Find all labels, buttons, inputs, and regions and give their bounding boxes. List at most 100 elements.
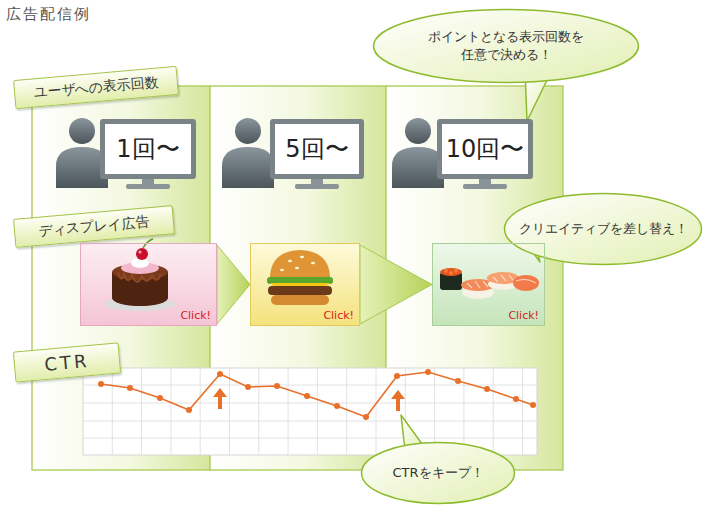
burger-illustration — [288, 260, 292, 262]
speech-bubble: ポイントとなる表示回数を 任意で決める！ — [372, 8, 640, 84]
monitor-screen: 5回〜 — [270, 119, 364, 179]
sushi-illustration — [440, 268, 539, 299]
bubble-outline — [372, 8, 640, 84]
click-label: Click! — [323, 309, 354, 322]
callout-text: CTRをキープ！ — [392, 464, 483, 482]
ad-background — [250, 243, 360, 326]
ctr-point — [245, 384, 251, 390]
user-silhouette — [405, 118, 431, 144]
click-label: Click! — [180, 309, 211, 322]
sushi-illustration — [493, 275, 513, 282]
monitor-screen: 10回〜 — [437, 119, 534, 179]
tag-label: CTR — [44, 350, 91, 375]
user-silhouette — [69, 118, 95, 144]
callout-text: ポイントとなる表示回数を 任意で決める！ — [421, 28, 591, 63]
up-arrow — [391, 390, 405, 411]
flow-arrow — [360, 245, 432, 324]
ctr-point — [530, 402, 536, 408]
ctr-point — [217, 371, 223, 377]
bubble-ellipse — [374, 10, 639, 83]
diagram-title: 広告配信例 — [6, 5, 91, 24]
display-ad: Click! — [80, 243, 217, 326]
user-silhouette — [222, 147, 274, 188]
tag-label: ユーザへの表示回数 — [32, 73, 159, 102]
burger-illustration — [268, 286, 332, 295]
burger-illustration — [295, 267, 299, 269]
chart-grid — [83, 403, 537, 404]
view-count: 1回〜 — [116, 133, 179, 165]
chart-grid — [522, 368, 523, 455]
ctr-point — [513, 396, 519, 402]
chart-grid — [463, 368, 464, 455]
chart-grid — [83, 438, 537, 439]
ad-background — [432, 243, 545, 326]
monitor-stand — [463, 184, 507, 189]
callout-tail — [401, 70, 550, 450]
user-silhouette — [235, 118, 261, 144]
ctr-point — [455, 378, 461, 384]
burger-illustration — [311, 262, 315, 264]
monitor-stand — [126, 179, 507, 189]
chart-grid — [317, 368, 318, 455]
ctr-point — [363, 414, 369, 420]
ad-background — [80, 243, 545, 326]
column-panels — [32, 86, 563, 470]
bubble-ellipse — [362, 443, 515, 504]
display-ad: Click! — [250, 243, 360, 326]
ctr-point — [334, 403, 340, 409]
ctr-point — [304, 393, 310, 399]
view-count: 10回〜 — [446, 133, 525, 165]
chart-grid — [288, 368, 289, 455]
ctr-point — [394, 373, 400, 379]
ad-background — [80, 243, 217, 326]
sushi-illustration — [440, 268, 462, 276]
burger-illustration — [267, 250, 333, 305]
ctr-point — [186, 407, 192, 413]
chart-grid — [376, 368, 377, 455]
ctr-chart — [83, 368, 537, 455]
chart-grid — [141, 368, 142, 455]
monitor-stand — [126, 184, 170, 189]
chart-grid — [170, 368, 171, 455]
chart-grid — [229, 368, 230, 455]
ctr-chart — [83, 368, 537, 455]
chart-grid — [112, 368, 113, 455]
chart-grid — [493, 368, 494, 455]
burger-illustration — [300, 256, 304, 258]
ctr-point — [425, 369, 431, 375]
sushi-illustration — [454, 269, 458, 273]
flow-arrow — [217, 245, 250, 324]
monitor-screen: 1回〜 — [100, 119, 196, 179]
sushi-illustration — [513, 275, 539, 291]
ctr-point — [98, 369, 536, 420]
burger-illustration — [271, 295, 329, 305]
ctr-point — [484, 386, 490, 392]
chart-grid — [200, 368, 201, 455]
click-label: Click! — [508, 309, 539, 322]
display-ad: Click! — [432, 243, 545, 326]
ctr-point — [127, 385, 133, 391]
up-arrow — [213, 388, 227, 409]
speech-bubble: CTRをキープ！ — [360, 441, 516, 505]
chart-grid — [346, 368, 347, 455]
ctr-point — [98, 381, 104, 387]
cake-illustration — [136, 248, 148, 260]
speech-bubble: クリエイティブを差し替え！ — [503, 192, 703, 266]
tag-label: ディスプレイ広告 — [37, 213, 150, 241]
bubble-ellipse — [505, 194, 702, 265]
ctr-line — [101, 372, 533, 417]
chart-grid — [83, 421, 537, 422]
chart-grid — [83, 368, 537, 455]
chart-grid — [258, 368, 259, 455]
burger-illustration — [280, 269, 284, 271]
sushi-illustration — [444, 269, 448, 273]
callout-text: クリエイティブを差し替え！ — [519, 220, 688, 238]
sushi-illustration — [467, 281, 488, 288]
cake-illustration — [104, 239, 176, 311]
ctr-point — [157, 395, 163, 401]
ctr-point — [274, 383, 280, 389]
view-count: 5回〜 — [285, 133, 348, 165]
cake-illustration — [138, 250, 141, 253]
user-silhouette — [56, 118, 444, 188]
